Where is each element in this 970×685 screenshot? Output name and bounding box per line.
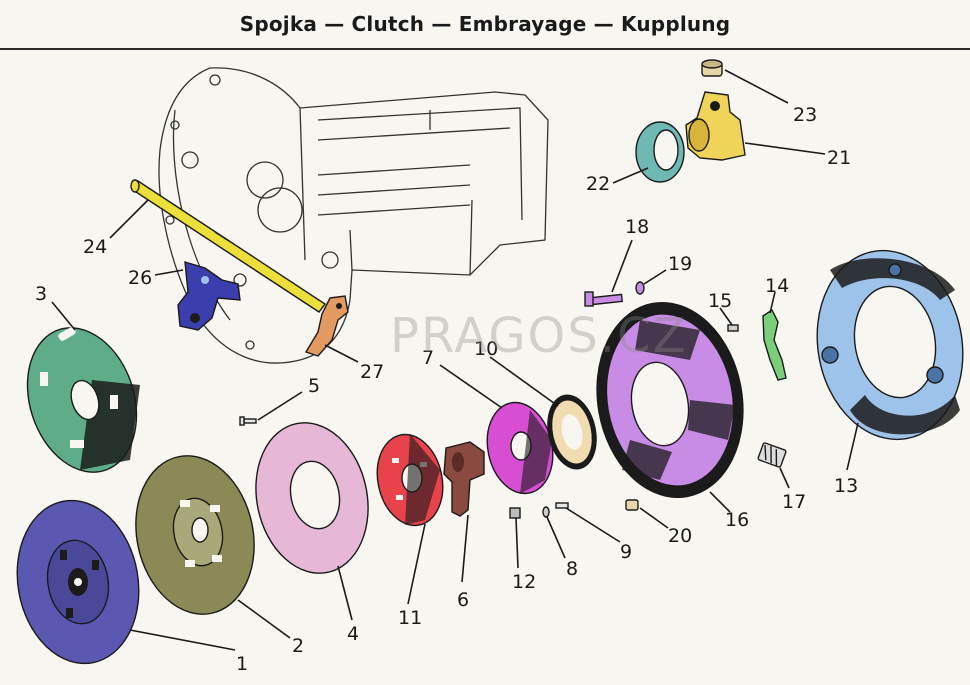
label-12: 12	[512, 571, 536, 593]
part-labels: 23 21 22 24 26 3 27 5 7 10 18 19 14 15 1…	[35, 104, 858, 675]
part-24-clutch-shaft	[130, 179, 327, 313]
part-17-spring	[757, 442, 787, 468]
part-2-driven-plate	[135, 455, 255, 615]
label-26: 26	[128, 267, 152, 289]
gearbox-housing	[158, 67, 549, 364]
part-23-bush	[701, 59, 723, 77]
label-2: 2	[292, 635, 304, 657]
label-7: 7	[422, 347, 434, 369]
label-1: 1	[236, 653, 248, 675]
part-15-pin	[727, 324, 739, 332]
part-13-clutch-cover	[816, 249, 964, 441]
part-3-spring-plate	[26, 327, 140, 473]
label-10: 10	[474, 338, 498, 360]
part-6-hub	[443, 441, 485, 517]
label-13: 13	[834, 475, 858, 497]
part-19-washer	[635, 281, 645, 295]
label-23: 23	[793, 104, 817, 126]
label-16: 16	[725, 509, 749, 531]
part-16-pressure-plate	[596, 301, 744, 499]
label-21: 21	[827, 147, 851, 169]
part-22-release-bearing	[635, 121, 685, 183]
label-5: 5	[308, 375, 320, 397]
label-20: 20	[668, 525, 692, 547]
label-27: 27	[360, 361, 384, 383]
part-26-release-fork	[177, 261, 241, 331]
label-11: 11	[398, 607, 422, 629]
part-12-spring	[509, 507, 521, 519]
part-14-release-finger	[762, 308, 787, 381]
label-15: 15	[708, 290, 732, 312]
part-11-hub-plate	[376, 433, 444, 527]
part-20-nut	[625, 499, 639, 511]
part-18-bolt	[584, 291, 624, 307]
part-10-washer-ring	[547, 394, 597, 470]
label-6: 6	[457, 589, 469, 611]
part-27-release-lever	[304, 295, 349, 357]
part-8-washer	[542, 506, 550, 518]
part-7-damper-plate	[486, 401, 554, 495]
label-22: 22	[586, 173, 610, 195]
label-17: 17	[782, 491, 806, 513]
part-1-clutch-disc	[16, 499, 140, 665]
diagram-title: Spojka — Clutch — Embrayage — Kupplung	[239, 12, 731, 36]
label-9: 9	[620, 541, 632, 563]
label-19: 19	[668, 253, 692, 275]
label-14: 14	[765, 275, 789, 297]
label-18: 18	[625, 216, 649, 238]
part-21-release-sleeve	[685, 91, 746, 161]
label-8: 8	[566, 558, 578, 580]
label-4: 4	[347, 623, 359, 645]
part-5-screw	[239, 416, 257, 426]
title-rule	[0, 48, 970, 50]
part-4-friction-lining	[255, 422, 369, 574]
leader-lines	[51, 69, 859, 651]
label-3: 3	[35, 283, 47, 305]
label-24: 24	[83, 236, 107, 258]
part-9-screw	[555, 502, 569, 509]
watermark: PRAGOS.CZ	[390, 308, 687, 364]
